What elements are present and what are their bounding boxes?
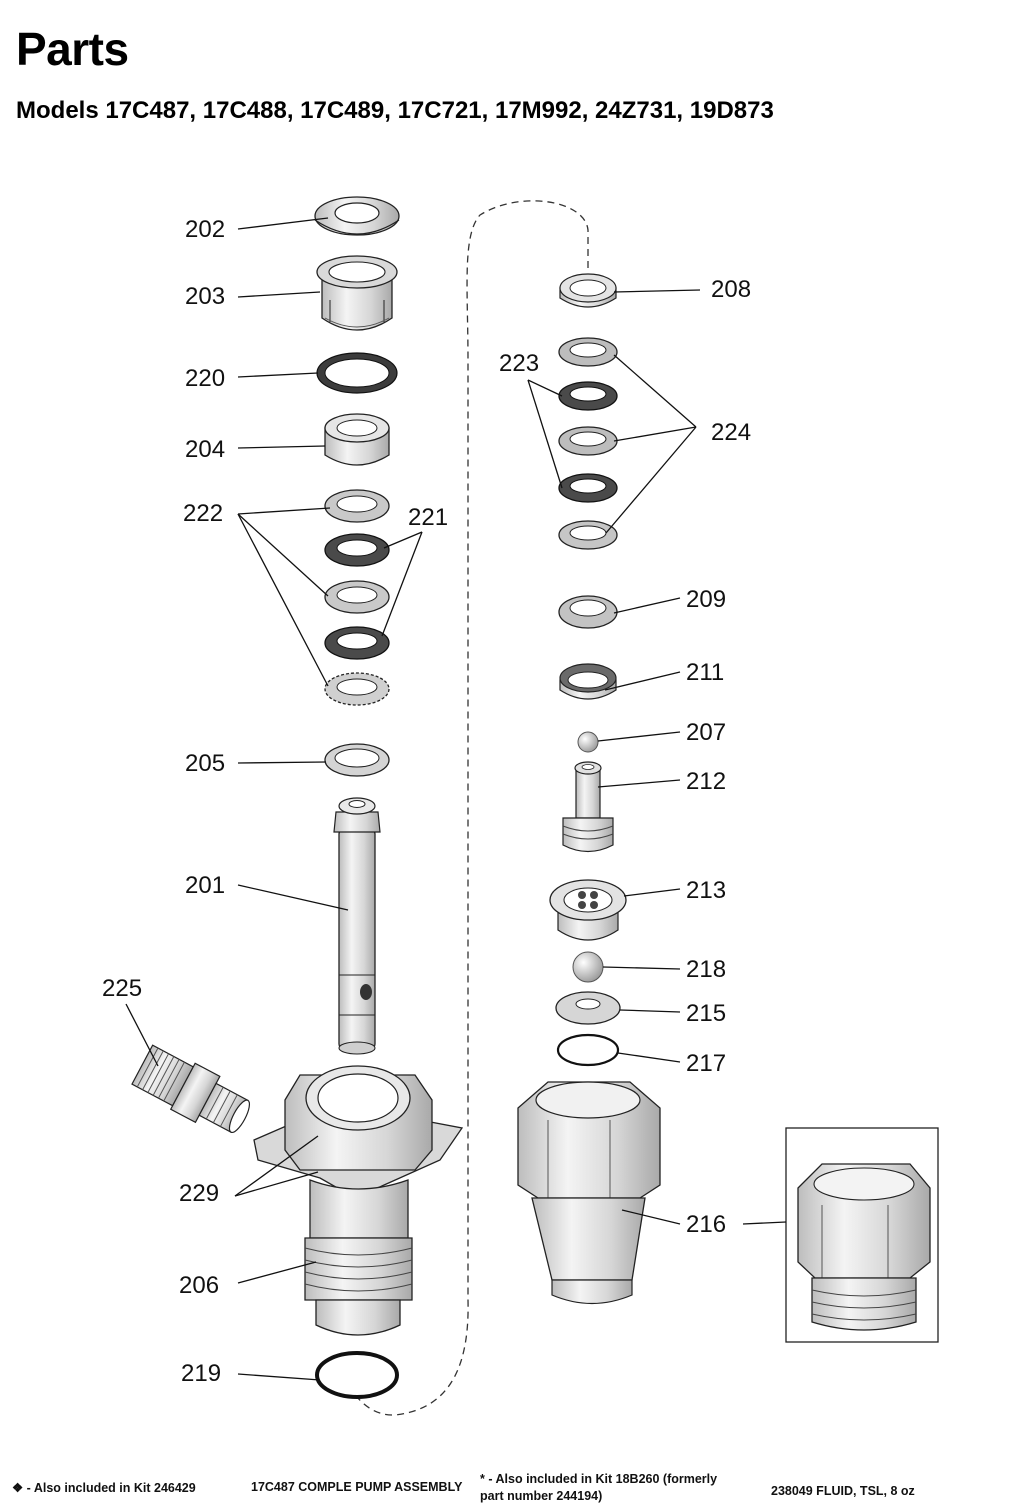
callout-215: 215 [686,1000,726,1027]
part-206-pump-body [253,1065,464,1336]
assembly-dashed-path [354,200,589,1416]
part-207-ball [577,731,599,753]
callout-216: 216 [686,1211,726,1238]
callout-203: 203 [185,283,225,310]
footer-note-kit-246429: ❖ - Also included in Kit 246429 [12,1481,196,1495]
callout-204: 204 [185,436,225,463]
callout-224: 224 [711,419,751,446]
callout-225: 225 [102,975,142,1002]
exploded-parts-diagram: 202 203 220 204 222 221 205 201 225 229 … [102,196,939,1416]
part-201-piston-rod [333,797,381,1055]
callout-220: 220 [185,365,225,392]
part-215-shape [555,991,621,1025]
footer-note-kit-18b260-line1: * - Also included in Kit 18B260 (formerl… [480,1472,718,1486]
part-204-shape [324,413,390,466]
callout-209: 209 [686,586,726,613]
callout-205: 205 [185,750,225,777]
part-203-shape [316,255,398,331]
part-217-shape [556,1033,620,1067]
callout-211: 211 [686,659,724,686]
callout-202: 202 [185,216,225,243]
part-218-ball [572,951,604,983]
callout-223: 223 [499,350,539,377]
part-213-shape [549,879,627,941]
footer-note-pump-assembly: 17C487 COMPLE PUMP ASSEMBLY [251,1480,463,1494]
callout-207: 207 [686,719,726,746]
part-225-fitting [131,1044,251,1134]
page-title: Parts [16,23,129,75]
models-subtitle: Models 17C487, 17C488, 17C489, 17C721, 1… [16,97,774,124]
leader-lines [125,217,787,1381]
part-216-housing [517,1081,661,1305]
footer-note-kit-18b260-line2: part number 244194) [480,1489,603,1503]
part-208-shape [559,273,617,308]
part-202-shape [314,196,400,236]
callout-217: 217 [686,1050,726,1077]
callout-208: 208 [711,276,751,303]
part-223-224-packing-stack [558,337,618,550]
callout-221: 221 [408,504,448,531]
callout-229: 229 [179,1180,219,1207]
callout-213: 213 [686,877,726,904]
callout-212: 212 [686,768,726,795]
callout-201: 201 [185,872,225,899]
part-219-shape [315,1351,399,1399]
callout-222: 222 [183,500,223,527]
callout-219: 219 [181,1360,221,1387]
part-211-shape [559,663,617,700]
callout-218: 218 [686,956,726,983]
part-220-shape [316,352,398,394]
part-222-221-packing-stack [324,489,390,706]
part-212-shape [562,761,614,853]
part-205-shape [324,743,390,777]
footer-note-fluid: 238049 FLUID, TSL, 8 oz [771,1484,915,1498]
footer-note-kit-18b260: * - Also included in Kit 18B260 (formerl… [480,1471,717,1505]
callout-206: 206 [179,1272,219,1299]
inset-detail-box [785,1127,939,1343]
part-209-shape [558,595,618,629]
